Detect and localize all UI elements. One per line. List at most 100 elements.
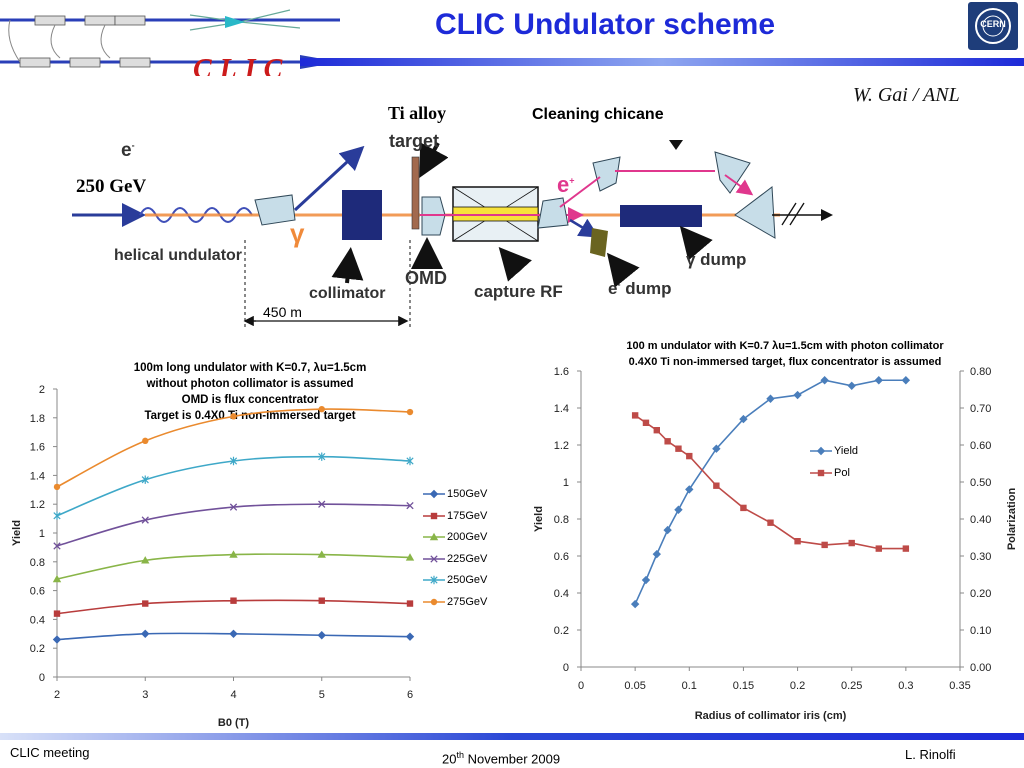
page-title: CLIC Undulator scheme <box>434 8 776 41</box>
y-axis-label: Yield <box>533 506 545 532</box>
series-250GeV <box>53 452 414 520</box>
series-Yield <box>630 376 911 609</box>
data-point <box>674 505 683 514</box>
legend-item: 275GeV <box>423 592 493 614</box>
y2-tick-label: 0.10 <box>970 625 991 637</box>
omd-label: OMD <box>405 268 447 288</box>
data-point <box>663 525 672 535</box>
legend-label: 150GeV <box>447 488 488 500</box>
data-point <box>52 635 62 644</box>
chart1-title-line: without photon collimator is assumed <box>146 378 354 390</box>
data-point <box>874 376 883 385</box>
series-line <box>56 503 411 547</box>
data-point <box>406 408 414 416</box>
y-tick-label: 0 <box>39 672 45 684</box>
data-point <box>229 629 238 638</box>
y2-tick-label: 0.80 <box>970 366 991 378</box>
y2-tick-label: 0.00 <box>970 662 991 674</box>
y-tick-label: 0.4 <box>554 588 569 600</box>
chart2-title-line: 0.4X0 Ti non-immersed target, flux conce… <box>628 356 942 368</box>
data-point <box>686 452 693 460</box>
undulator-label: helical undulator <box>114 247 243 264</box>
y-tick-label: 1.4 <box>30 470 45 482</box>
legend-swatch <box>423 554 445 563</box>
cern-logo-text: CERN <box>980 19 1006 29</box>
series-Pol <box>631 412 910 552</box>
legend-label: 225GeV <box>447 552 488 565</box>
y2-axis-label: Polarization <box>1006 488 1018 551</box>
author: W. Gai / ANL <box>853 84 960 106</box>
x-tick-label: 0 <box>578 680 584 692</box>
data-point <box>641 575 651 585</box>
chart1-title: 100m long undulator with K=0.7, λu=1.5cm… <box>95 360 405 424</box>
legend-swatch <box>423 575 445 585</box>
data-point <box>53 511 61 520</box>
energy-label: 250 GeV <box>76 176 147 197</box>
legend-item: 250GeV <box>423 570 493 592</box>
footer-left: CLIC meeting <box>10 745 90 760</box>
gamma-dump <box>620 205 702 227</box>
y-tick-label: 0.2 <box>554 625 569 637</box>
data-point <box>630 599 640 609</box>
data-point <box>141 629 150 638</box>
data-point <box>141 475 149 484</box>
data-point <box>405 632 415 641</box>
data-point <box>653 427 660 434</box>
legend-label: 175GeV <box>447 509 488 522</box>
cern-logo: CERN <box>968 2 1018 50</box>
y-tick-label: 1.2 <box>30 499 45 511</box>
data-point <box>52 574 62 583</box>
legend-item: 225GeV <box>423 549 493 571</box>
legend-item: Yield <box>810 441 880 463</box>
legend-label: 250GeV <box>447 574 488 586</box>
data-point <box>902 545 910 552</box>
y-tick-label: 0.4 <box>30 614 45 626</box>
data-point <box>685 485 694 494</box>
data-point <box>675 445 682 452</box>
y-tick-label: 0 <box>563 662 569 674</box>
data-point <box>713 482 720 489</box>
footer-rule <box>0 733 1024 740</box>
legend-label: 275GeV <box>447 595 488 608</box>
chicane-label: Cleaning chicane <box>532 106 664 123</box>
y2-tick-label: 0.70 <box>970 403 991 415</box>
data-point <box>652 549 661 559</box>
series-line <box>56 553 411 580</box>
distance-label: 450 m <box>263 304 302 320</box>
x-axis-label: B0 (T) <box>218 717 250 729</box>
undulator-schematic <box>72 140 833 330</box>
data-point <box>664 438 671 445</box>
legend-label: Pol <box>834 466 850 479</box>
data-point <box>875 545 882 552</box>
data-point <box>821 541 828 549</box>
data-point <box>642 419 650 426</box>
data-point <box>229 550 238 558</box>
footer-right: L. Rinolfi <box>905 747 956 762</box>
data-point <box>406 456 414 466</box>
legend-label: 200GeV <box>447 531 488 543</box>
deflected-electron-beam <box>293 145 365 212</box>
series-150GeV <box>52 629 415 644</box>
data-point <box>847 381 856 390</box>
electron-dump <box>590 228 608 257</box>
y-tick-label: 1 <box>39 528 45 540</box>
y-tick-label: 1.8 <box>30 413 45 425</box>
data-point <box>406 501 414 510</box>
y-tick-label: 1.4 <box>554 403 569 415</box>
chart2-title-line: 100 m undulator with K=0.7 λu=1.5cm with… <box>626 340 944 352</box>
legend-swatch <box>423 512 445 519</box>
data-point <box>318 597 325 604</box>
data-point <box>631 412 639 419</box>
data-point <box>229 503 238 511</box>
y-tick-label: 0.6 <box>30 586 45 598</box>
data-point <box>53 483 61 491</box>
y2-tick-label: 0.50 <box>970 477 991 489</box>
data-point <box>229 456 238 466</box>
data-point <box>318 405 325 413</box>
data-point <box>318 500 326 508</box>
data-point <box>740 504 747 512</box>
data-point <box>793 390 802 400</box>
y-tick-label: 1.6 <box>30 442 45 454</box>
collimator-block <box>342 190 382 240</box>
